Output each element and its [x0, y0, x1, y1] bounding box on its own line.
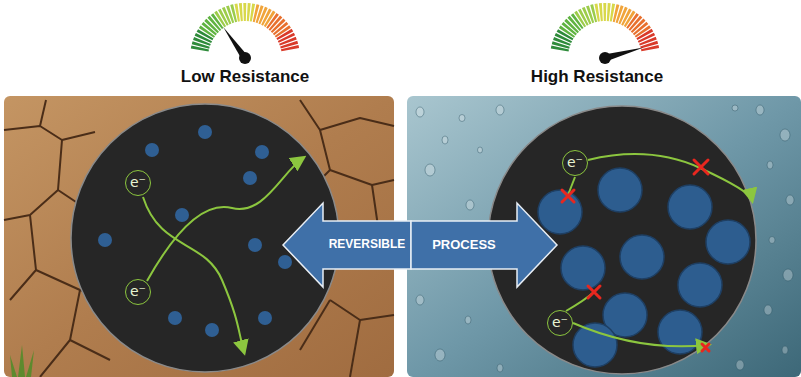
electron-marker: e⁻	[547, 310, 573, 336]
electron-marker: e⁻	[562, 150, 588, 176]
arrow-shape	[411, 203, 557, 287]
resistance-gauge	[200, 12, 291, 64]
electron-label: e⁻	[130, 174, 146, 190]
resistance-gauge	[560, 12, 651, 64]
arrow-label: PROCESS	[432, 238, 496, 253]
process-arrow: REVERSIBLE	[283, 203, 411, 287]
water-droplet-background	[407, 96, 801, 377]
electron-marker: e⁻	[125, 170, 151, 196]
resistance-panel: High Resistance e⁻ e⁻	[402, 0, 801, 377]
panel-heading: High Resistance	[531, 67, 663, 87]
panel-heading: Low Resistance	[181, 67, 310, 87]
electron-marker: e⁻	[125, 279, 151, 305]
arrow-label: REVERSIBLE	[329, 238, 406, 252]
electron-label: e⁻	[567, 154, 583, 170]
electron-label: e⁻	[130, 283, 146, 299]
arrow-shape	[283, 203, 411, 287]
electron-label: e⁻	[552, 314, 568, 330]
process-arrow: PROCESS	[411, 203, 557, 287]
resistance-panel: Low Resistance e⁻ e⁻	[0, 0, 402, 377]
